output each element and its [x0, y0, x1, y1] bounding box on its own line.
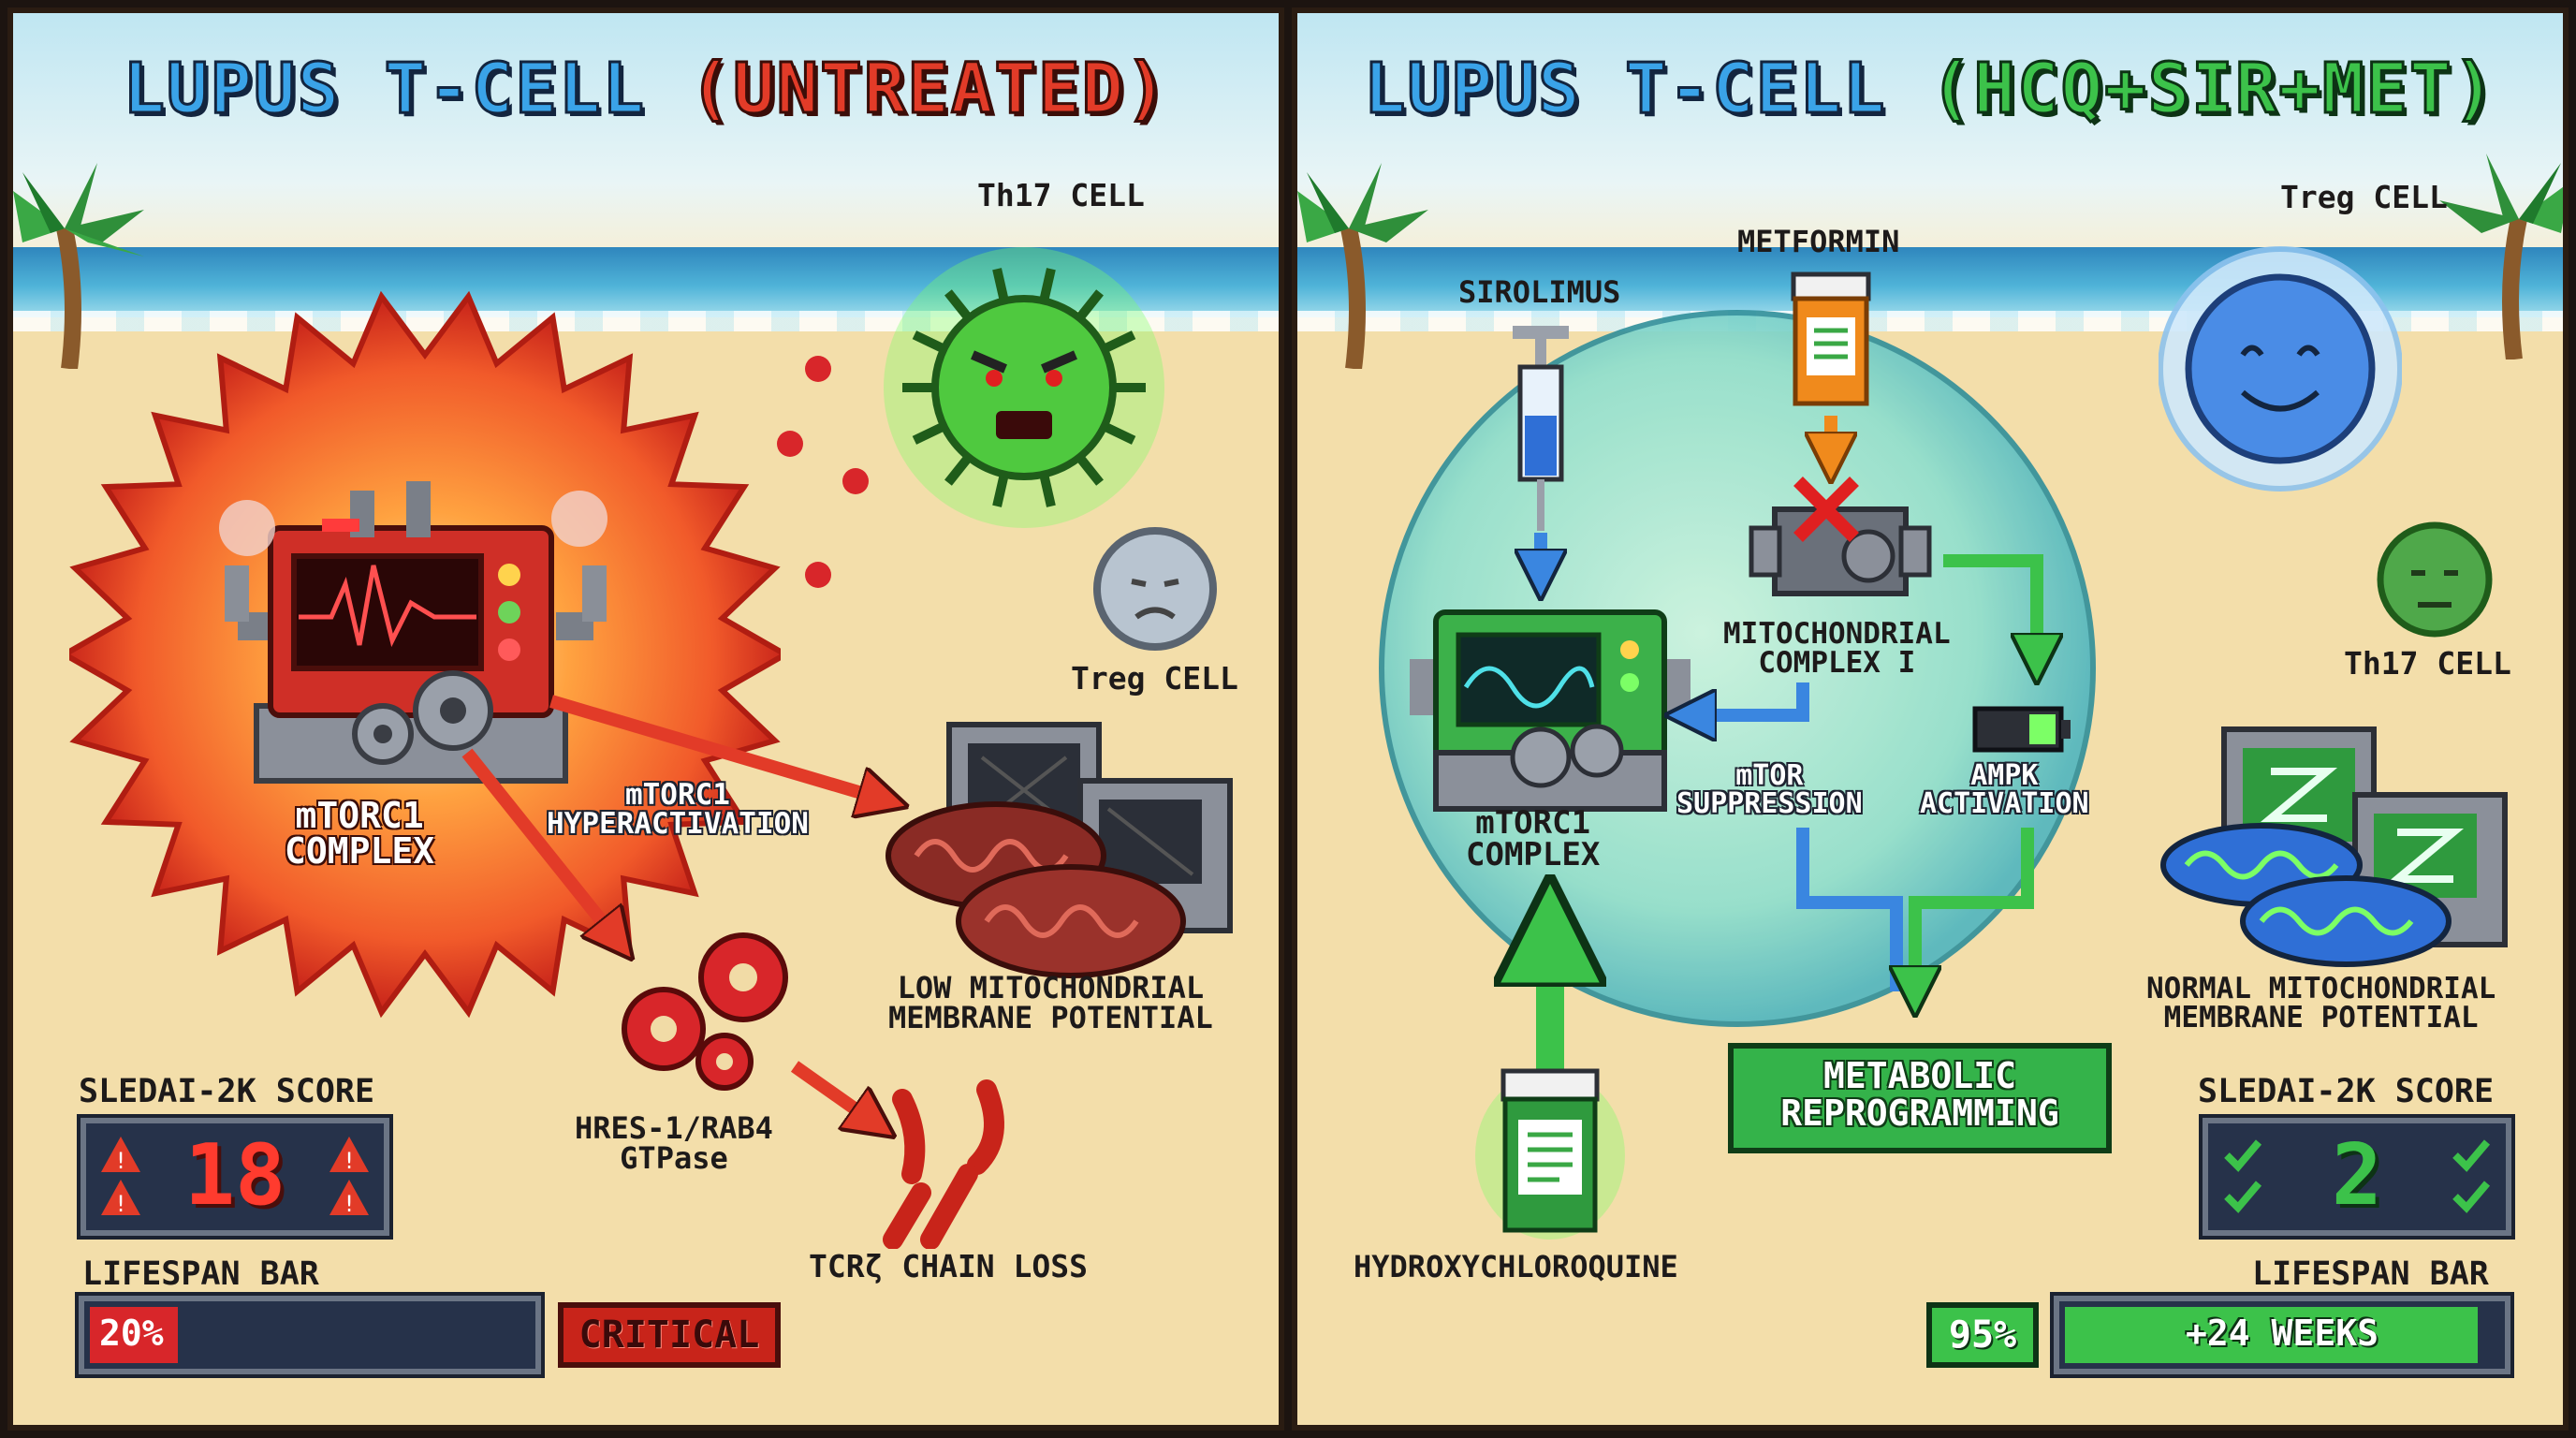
svg-text:!: !: [344, 1191, 354, 1217]
treatment-arrows: [1297, 416, 2569, 1090]
cytokine-projectiles: [777, 356, 869, 588]
title-suffix: (UNTREATED): [688, 48, 1169, 131]
untreated-panel: LUPUS T-CELL (UNTREATED): [7, 7, 1284, 1431]
score-value: 2: [2331, 1126, 2383, 1225]
signal-arrows: [461, 695, 1284, 1431]
title-prefix: LUPUS T-CELL: [1362, 48, 1930, 131]
sledai-score-box: 18 ! ! ! !: [80, 1118, 389, 1236]
mitochondria-icon: [886, 801, 1186, 978]
mtorc1-machine-icon: [219, 481, 607, 784]
sad-cell-icon: [1093, 527, 1217, 651]
score-label: SLEDAI-2K SCORE: [79, 1073, 375, 1110]
sky: [1297, 13, 2563, 257]
gear-icon: [413, 670, 493, 751]
lifespan-percent: 20%: [99, 1313, 164, 1354]
palm-tree-icon: [13, 163, 144, 369]
ocean: [13, 247, 1279, 317]
score-label: SLEDAI-2K SCORE: [2198, 1073, 2495, 1110]
hres-label: HRES-1/RAB4 GTPase: [575, 1110, 773, 1176]
gear-icon: [622, 932, 788, 1091]
pill-bottle-icon: [1791, 271, 1871, 406]
lifespan-fill: [2065, 1307, 2478, 1363]
lifespan-bonus: +24 WEEKS: [2186, 1313, 2378, 1354]
lifespan-label: LIFESPAN BAR: [2252, 1255, 2489, 1293]
lifespan-label: LIFESPAN BAR: [82, 1255, 319, 1293]
treg-label: Treg CELL: [1071, 660, 1238, 697]
palm-tree-icon: [2439, 154, 2563, 360]
mtor-suppression-label: mTOR SUPPRESSION: [1676, 759, 1863, 820]
lifespan-bar: +24 WEEKS: [2054, 1296, 2510, 1374]
sad-cell-icon: [2377, 521, 2493, 638]
th17-label: Th17 CELL: [2344, 645, 2511, 682]
check-icon: [2452, 1139, 2491, 1213]
th17-label: Th17 CELL: [977, 177, 1145, 213]
lifespan-percent: 95%: [1926, 1302, 2039, 1368]
hcq-label: HYDROXYCHLOROQUINE: [1354, 1249, 1678, 1284]
ampk-activation-label: AMPK ACTIVATION: [1920, 759, 2089, 820]
svg-text:!: !: [344, 1148, 354, 1174]
pill-bottle-icon: [1475, 1068, 1625, 1240]
mtorc1-label: mTORC1 COMPLEX: [1466, 804, 1601, 873]
score-value: 18: [183, 1126, 286, 1225]
check-icon: [2224, 1139, 2262, 1213]
battery-icon: [1972, 706, 2071, 753]
lifespan-bar: 20%: [79, 1296, 541, 1374]
tcr-label: TCRζ CHAIN LOSS: [809, 1248, 1089, 1284]
low-mito-label: LOW MITOCHONDRIAL MEMBRANE POTENTIAL: [888, 970, 1213, 1035]
lifespan-fill: [90, 1307, 178, 1363]
title-suffix: (HCQ+SIR+MET): [1928, 48, 2497, 131]
sky: [13, 13, 1279, 257]
complex1-label: MITOCHONDRIAL COMPLEX I: [1723, 617, 1951, 680]
mitochondria-icon: [2160, 823, 2452, 967]
left-title: LUPUS T-CELL (UNTREATED): [13, 48, 1279, 131]
warning-icon: ! !: [101, 1137, 140, 1217]
treated-panel: LUPUS T-CELL (HCQ+SIR+MET) SIROLIMUS MET…: [1292, 7, 2569, 1431]
tcr-chain-icon: [883, 1079, 1004, 1249]
mtorc1-label: mTORC1 COMPLEX: [285, 795, 435, 872]
warning-icon: ! !: [329, 1137, 369, 1217]
hyperactivation-label: mTORC1 HYPERACTIVATION: [547, 778, 809, 841]
sirolimus-label: SIROLIMUS: [1458, 274, 1621, 310]
right-title: LUPUS T-CELL (HCQ+SIR+MET): [1297, 48, 2563, 131]
treg-label: Treg CELL: [2280, 179, 2448, 215]
sledai-score-box: 2: [2203, 1118, 2511, 1236]
happy-cell-icon: [2159, 246, 2402, 492]
syringe-icon: [1513, 326, 1569, 531]
title-prefix: LUPUS T-CELL: [122, 48, 690, 131]
metabolic-reprogramming-badge: METABOLIC REPROGRAMMING: [1728, 1043, 2112, 1153]
engine-icon: [1749, 477, 1932, 596]
svg-text:!: !: [116, 1148, 125, 1174]
metformin-label: METFORMIN: [1737, 224, 1900, 259]
palm-tree-icon: [1297, 163, 1428, 369]
svg-text:!: !: [116, 1191, 125, 1217]
angry-virus-icon: [884, 247, 1164, 528]
protective-bubble: [1379, 310, 2096, 1027]
normal-mito-label: NORMAL MITOCHONDRIAL MEMBRANE POTENTIAL: [2146, 972, 2496, 1034]
critical-status-badge: CRITICAL: [558, 1302, 781, 1368]
